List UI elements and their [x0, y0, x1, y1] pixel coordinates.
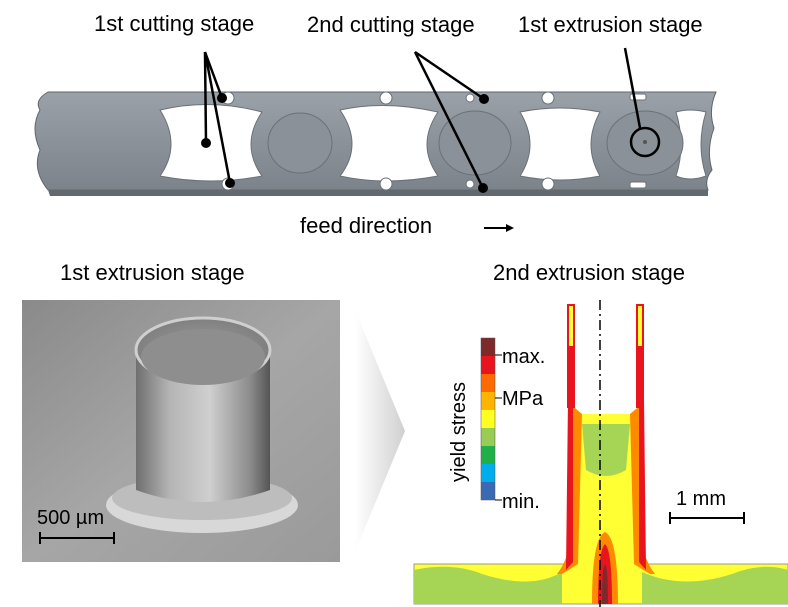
leader-lines [203, 47, 642, 189]
label-feed-direction: feed direction [300, 213, 433, 238]
fem-simulation [413, 300, 788, 607]
label-1st-cutting-stage: 1st cutting stage [94, 11, 255, 36]
transition-arrow [355, 310, 405, 552]
sem-scale-label: 500 µm [37, 507, 105, 529]
fem-scale-label: 1 mm [676, 488, 726, 510]
sem-cylinder [136, 348, 270, 502]
leader-dots [201, 93, 489, 193]
panel-title-left: 1st extrusion stage [60, 260, 245, 285]
cutouts [159, 91, 707, 191]
feed-arrow-head [506, 224, 514, 232]
legend-min: min. [502, 491, 540, 513]
legend-unit: MPa [502, 388, 544, 410]
panel-title-right: 2nd extrusion stage [493, 260, 686, 285]
extrusion-marker-circle [629, 126, 661, 158]
label-2nd-cutting-stage: 2nd cutting stage [307, 12, 475, 37]
label-1st-extrusion-stage: 1st extrusion stage [518, 12, 703, 37]
fem-legend-bar [480, 337, 502, 501]
legend-title: yield stress [448, 381, 470, 482]
strip-diagram [34, 47, 717, 232]
legend-max: max. [502, 346, 546, 368]
strip-edge [48, 190, 708, 196]
sem-image [22, 300, 340, 562]
blank-discs [267, 110, 684, 176]
